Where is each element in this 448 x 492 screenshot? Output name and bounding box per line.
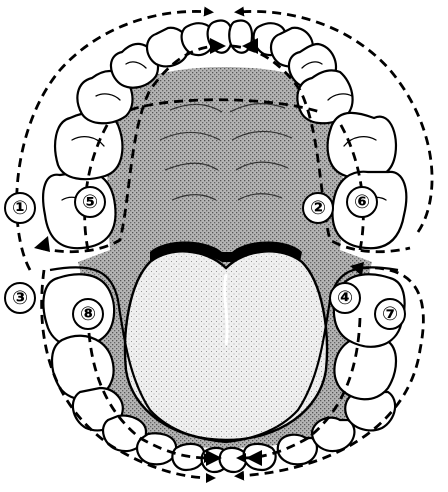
arrow-head-left (34, 236, 50, 252)
marker-6-label: ⑥ (354, 191, 370, 213)
marker-4-label: ④ (337, 287, 353, 309)
marker-3: ③ (5, 283, 35, 313)
marker-1-label: ① (12, 197, 28, 219)
tooth-lower-right-premolar-1 (312, 418, 354, 451)
marker-7: ⑦ (375, 299, 405, 329)
marker-7-label: ⑦ (382, 303, 398, 325)
marker-3-label: ③ (12, 287, 28, 309)
tooth-lower-right-canine (278, 435, 317, 465)
marker-5-label: ⑤ (82, 191, 98, 213)
marker-8: ⑧ (73, 299, 103, 329)
tooth-upper-right-molar-1 (328, 113, 396, 179)
marker-5: ⑤ (75, 187, 105, 217)
marker-4: ④ (330, 283, 360, 313)
marker-2-label: ② (310, 197, 326, 219)
tooth-lower-right-incisor-1 (220, 448, 247, 472)
marker-6: ⑥ (347, 187, 377, 217)
marker-8-label: ⑧ (80, 303, 96, 325)
marker-1: ① (5, 193, 35, 223)
marker-2: ② (303, 193, 333, 223)
tooth-lower-left-canine (137, 433, 176, 464)
